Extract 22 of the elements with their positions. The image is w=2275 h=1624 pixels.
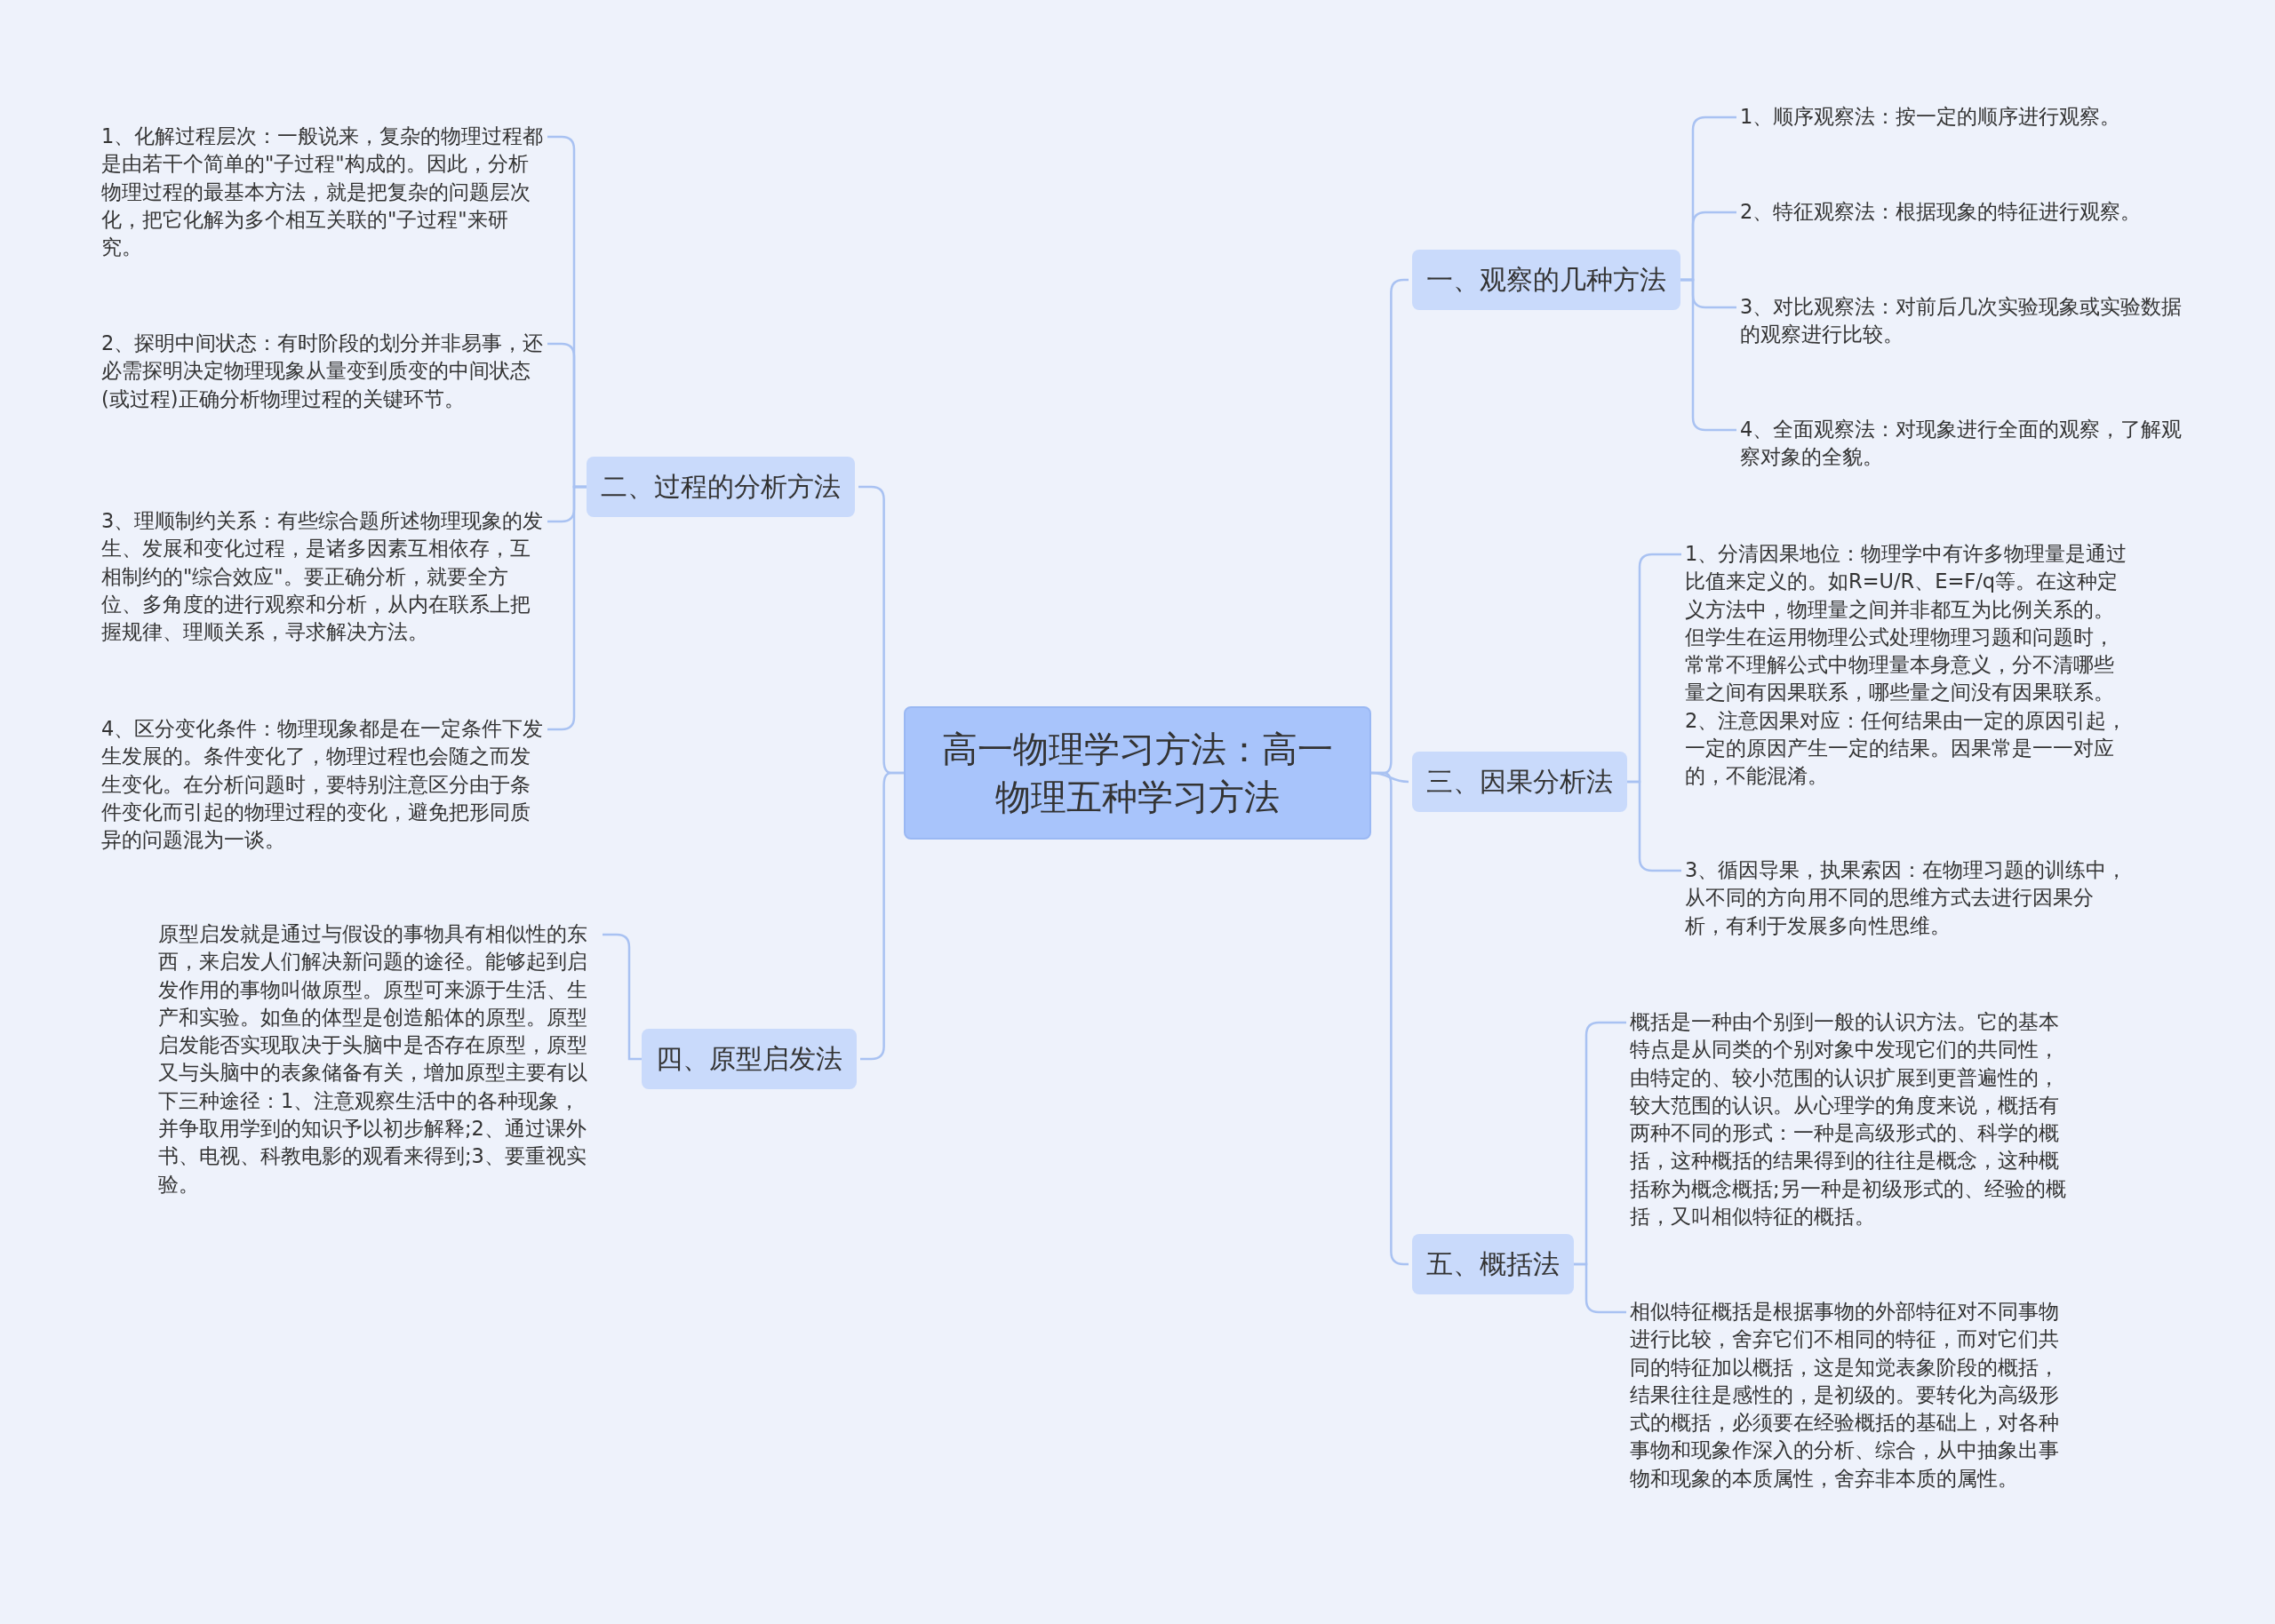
leaf-text: 概括是一种由个别到一般的认识方法。它的基本特点是从同类的个别对象中发现它们的共同性，由特定的、较小范围的认识扩展到更普遍性的，较大范围的认识。从心理学的角度来说，概括有两种不同的形式：一种是高级形式的、科学的概括，这种概括的结果得到的往往是概念，这种概括称为概念概括;另一种是初级形式的、经验的概括，又叫相似特征的概括。 xyxy=(1630,1008,2071,1231)
leaf-text: 3、理顺制约关系：有些综合题所述物理现象的发生、发展和变化过程，是诸多因素互相依存，互相制约的"综合效应"。要正确分析，就要全方位、多角度的进行观察和分析，从内在联系上把握规律、理顺关系，寻求解决方法。 xyxy=(101,507,544,647)
leaf-text: 4、全面观察法：对现象进行全面的观察，了解观察对象的全貌。 xyxy=(1740,416,2184,472)
leaf-text: 1、顺序观察法：按一定的顺序进行观察。 xyxy=(1740,103,2202,131)
connector xyxy=(1627,780,1681,872)
leaf-text: 1、化解过程层次：一般说来，复杂的物理过程都是由若干个简单的"子过程"构成的。因此，分析物理过程的最基本方法，就是把复杂的问题层次化，把它化解为多个相互关联的"子过程"来研究。 xyxy=(101,123,544,262)
leaf-text: 相似特征概括是根据事物的外部特征对不同事物进行比较，舍弃它们不相同的特征，而对它们共同的特征加以概括，这是知觉表象阶段的概括，结果往往是感性的，是初级的。要转化为高级形式的概括，必须要在经验概括的基础上，对各种事物和现象作深入的分析、综合，从中抽象出事物和现象的本质属性，舍弃非本质的属性。 xyxy=(1630,1298,2071,1493)
branch-topic: 四、原型启发法 xyxy=(642,1029,857,1089)
connector xyxy=(1574,1262,1626,1314)
leaf-text: 原型启发就是通过与假设的事物具有相似性的东西，来启发人们解决新问题的途径。能够起到启发作用的事物叫做原型。原型可来源于生活、生产和实验。如鱼的体型是创造船体的原型。原型启发能否实现取决于头脑中是否存在原型，原型又与头脑中的表象储备有关，增加原型主要有以下三种途径：1、注意观察生活中的各种现象，并争取用学到的知识予以初步解释;2、通过课外书、电视、科教电影的观看来得到;3、要重视实验。 xyxy=(158,920,599,1198)
leaf-text: 3、循因导果，执果索因：在物理习题的训练中，从不同的方向用不同的思维方式去进行因果分析，有利于发展多向性思维。 xyxy=(1685,856,2129,940)
branch-topic: 三、因果分析法 xyxy=(1412,752,1627,812)
leaf-text: 3、对比观察法：对前后几次实验现象或实验数据的观察进行比较。 xyxy=(1740,293,2184,349)
leaf-text: 2、探明中间状态：有时阶段的划分并非易事，还必需探明决定物理现象从量变到质变的中间状态(或过程)正确分析物理过程的关键环节。 xyxy=(101,330,544,413)
leaf-text: 4、区分变化条件：物理现象都是在一定条件下发生发展的。条件变化了，物理过程也会随之而发生变化。在分析问题时，要特别注意区分由于条件变化而引起的物理过程的变化，避免把形同质异的问题混为一谈。 xyxy=(101,715,544,855)
leaf-text: 2、特征观察法：根据现象的特征进行观察。 xyxy=(1740,198,2202,227)
branch-topic: 五、概括法 xyxy=(1412,1234,1574,1294)
central-topic: 高一物理学习方法：高一物理五种学习方法 xyxy=(904,706,1371,840)
branch-topic: 一、观察的几种方法 xyxy=(1412,250,1680,310)
leaf-text: 1、分清因果地位：物理学中有许多物理量是通过比值来定义的。如R=U/R、E=F/q等。在这种定义方法中，物理量之间并非都互为比例关系的。但学生在运用物理公式处理物理习题和问题时，常常不理解公式中物理量本身意义，分不清哪些量之间有因果联系，哪些量之间没有因果联系。2、注意因果对应：任何结果由一定的原因引起，一定的原因产生一定的结果。因果常是一一对应的，不能混淆。 xyxy=(1685,540,2129,791)
connector xyxy=(1680,278,1736,432)
branch-topic: 二、过程的分析方法 xyxy=(587,457,855,517)
